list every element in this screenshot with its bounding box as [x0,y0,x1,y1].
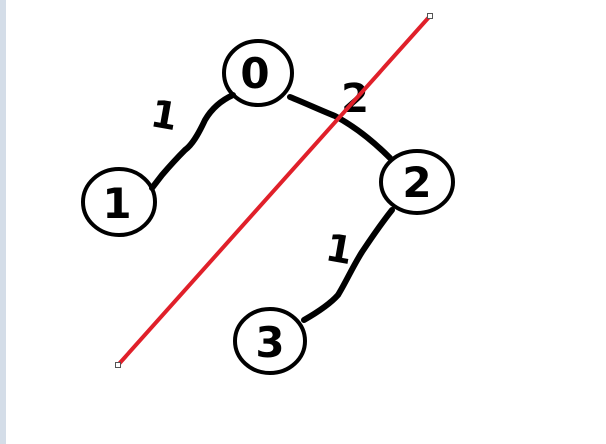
node-1: 1 [81,167,157,237]
node-0: 0 [222,39,294,107]
node-1-label: 1 [102,179,131,228]
edge-0-2 [287,94,393,161]
node-3-label: 3 [255,318,284,367]
node-3: 3 [233,307,307,375]
window-edge-strip [0,0,6,444]
node-2: 2 [379,149,455,215]
cut-line-start-handle[interactable] [115,362,121,368]
cut-line[interactable] [116,14,432,367]
cut-line-end-handle[interactable] [427,13,433,19]
edge-0-1-weight: 1 [147,91,181,139]
edge-0-1 [149,92,236,191]
node-2-label: 2 [402,158,431,207]
edge-2-3 [301,207,395,323]
node-0-label: 0 [240,49,269,98]
